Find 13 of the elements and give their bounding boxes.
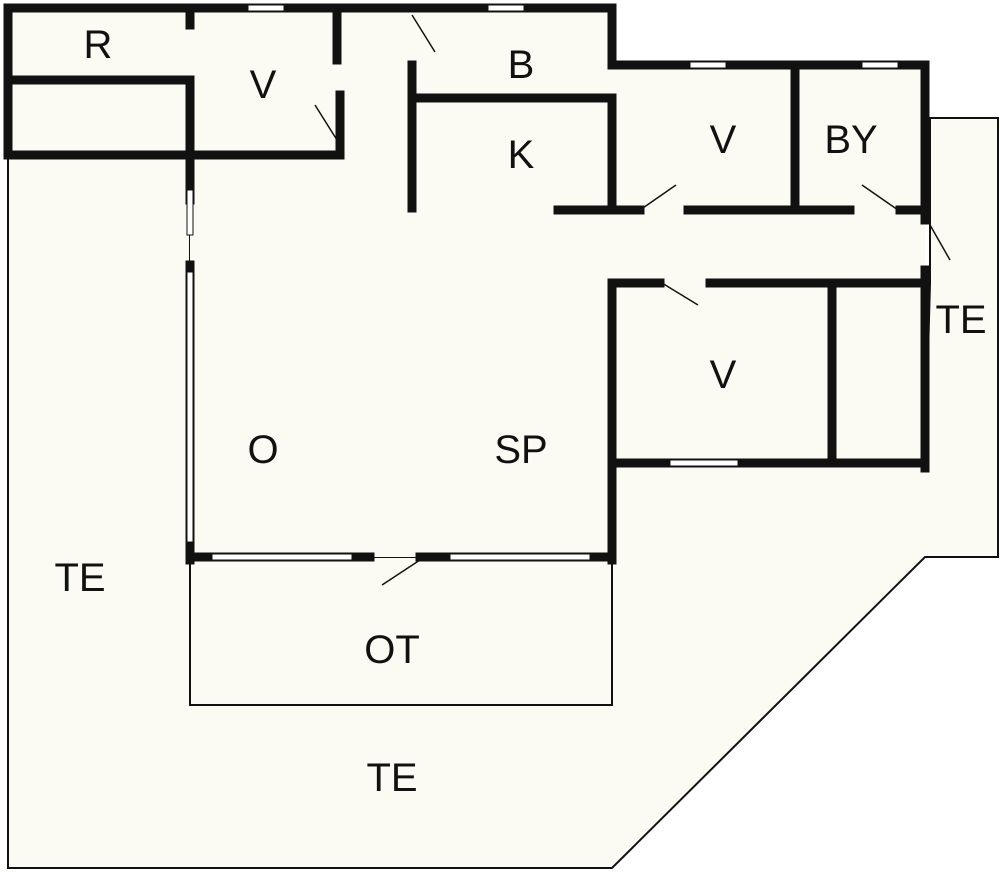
room-label: V: [250, 65, 276, 105]
room-label: BY: [824, 120, 878, 160]
room-label: TE: [935, 300, 987, 340]
room-label: B: [508, 45, 534, 85]
room-label: O: [247, 430, 279, 470]
room-label: R: [84, 25, 112, 65]
room-label: OT: [364, 630, 420, 670]
room-label: TE: [54, 558, 106, 598]
room-label: TE: [366, 758, 418, 798]
room-label: SP: [494, 430, 548, 470]
room-label: V: [710, 120, 736, 160]
room-label: K: [508, 135, 534, 175]
room-label: V: [710, 355, 736, 395]
